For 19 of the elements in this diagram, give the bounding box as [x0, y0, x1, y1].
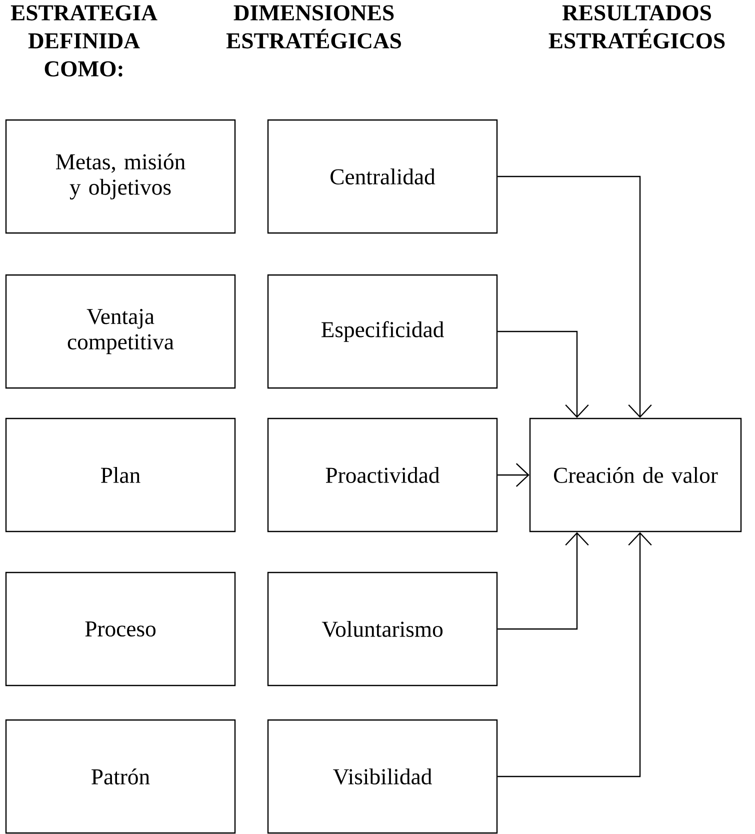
process-box: Proceso: [5, 572, 236, 686]
process-box: Ventaja competitiva: [5, 274, 236, 389]
column-heading: RESULTADOS ESTRATÉGICOS: [548, 5, 725, 48]
process-box: Metas, misión y objetivos: [5, 119, 236, 234]
process-box: Especificidad: [267, 274, 498, 389]
column-heading: DIMENSIONES ESTRATÉGICAS: [226, 5, 401, 48]
process-box: Proactividad: [267, 418, 498, 532]
process-box: Plan: [5, 418, 236, 532]
process-box: Centralidad: [267, 119, 498, 234]
arrow: [498, 532, 652, 778]
arrow: [498, 330, 589, 418]
process-box: Creación de valor: [529, 418, 742, 532]
arrow: [498, 463, 530, 487]
process-box: Visibilidad: [267, 719, 498, 834]
process-box: Voluntarismo: [267, 572, 498, 686]
column-heading: ESTRATEGIA DEFINIDA COMO:: [10, 5, 158, 77]
arrow: [498, 176, 652, 418]
arrow: [498, 532, 589, 630]
process-box: Patrón: [5, 719, 236, 834]
